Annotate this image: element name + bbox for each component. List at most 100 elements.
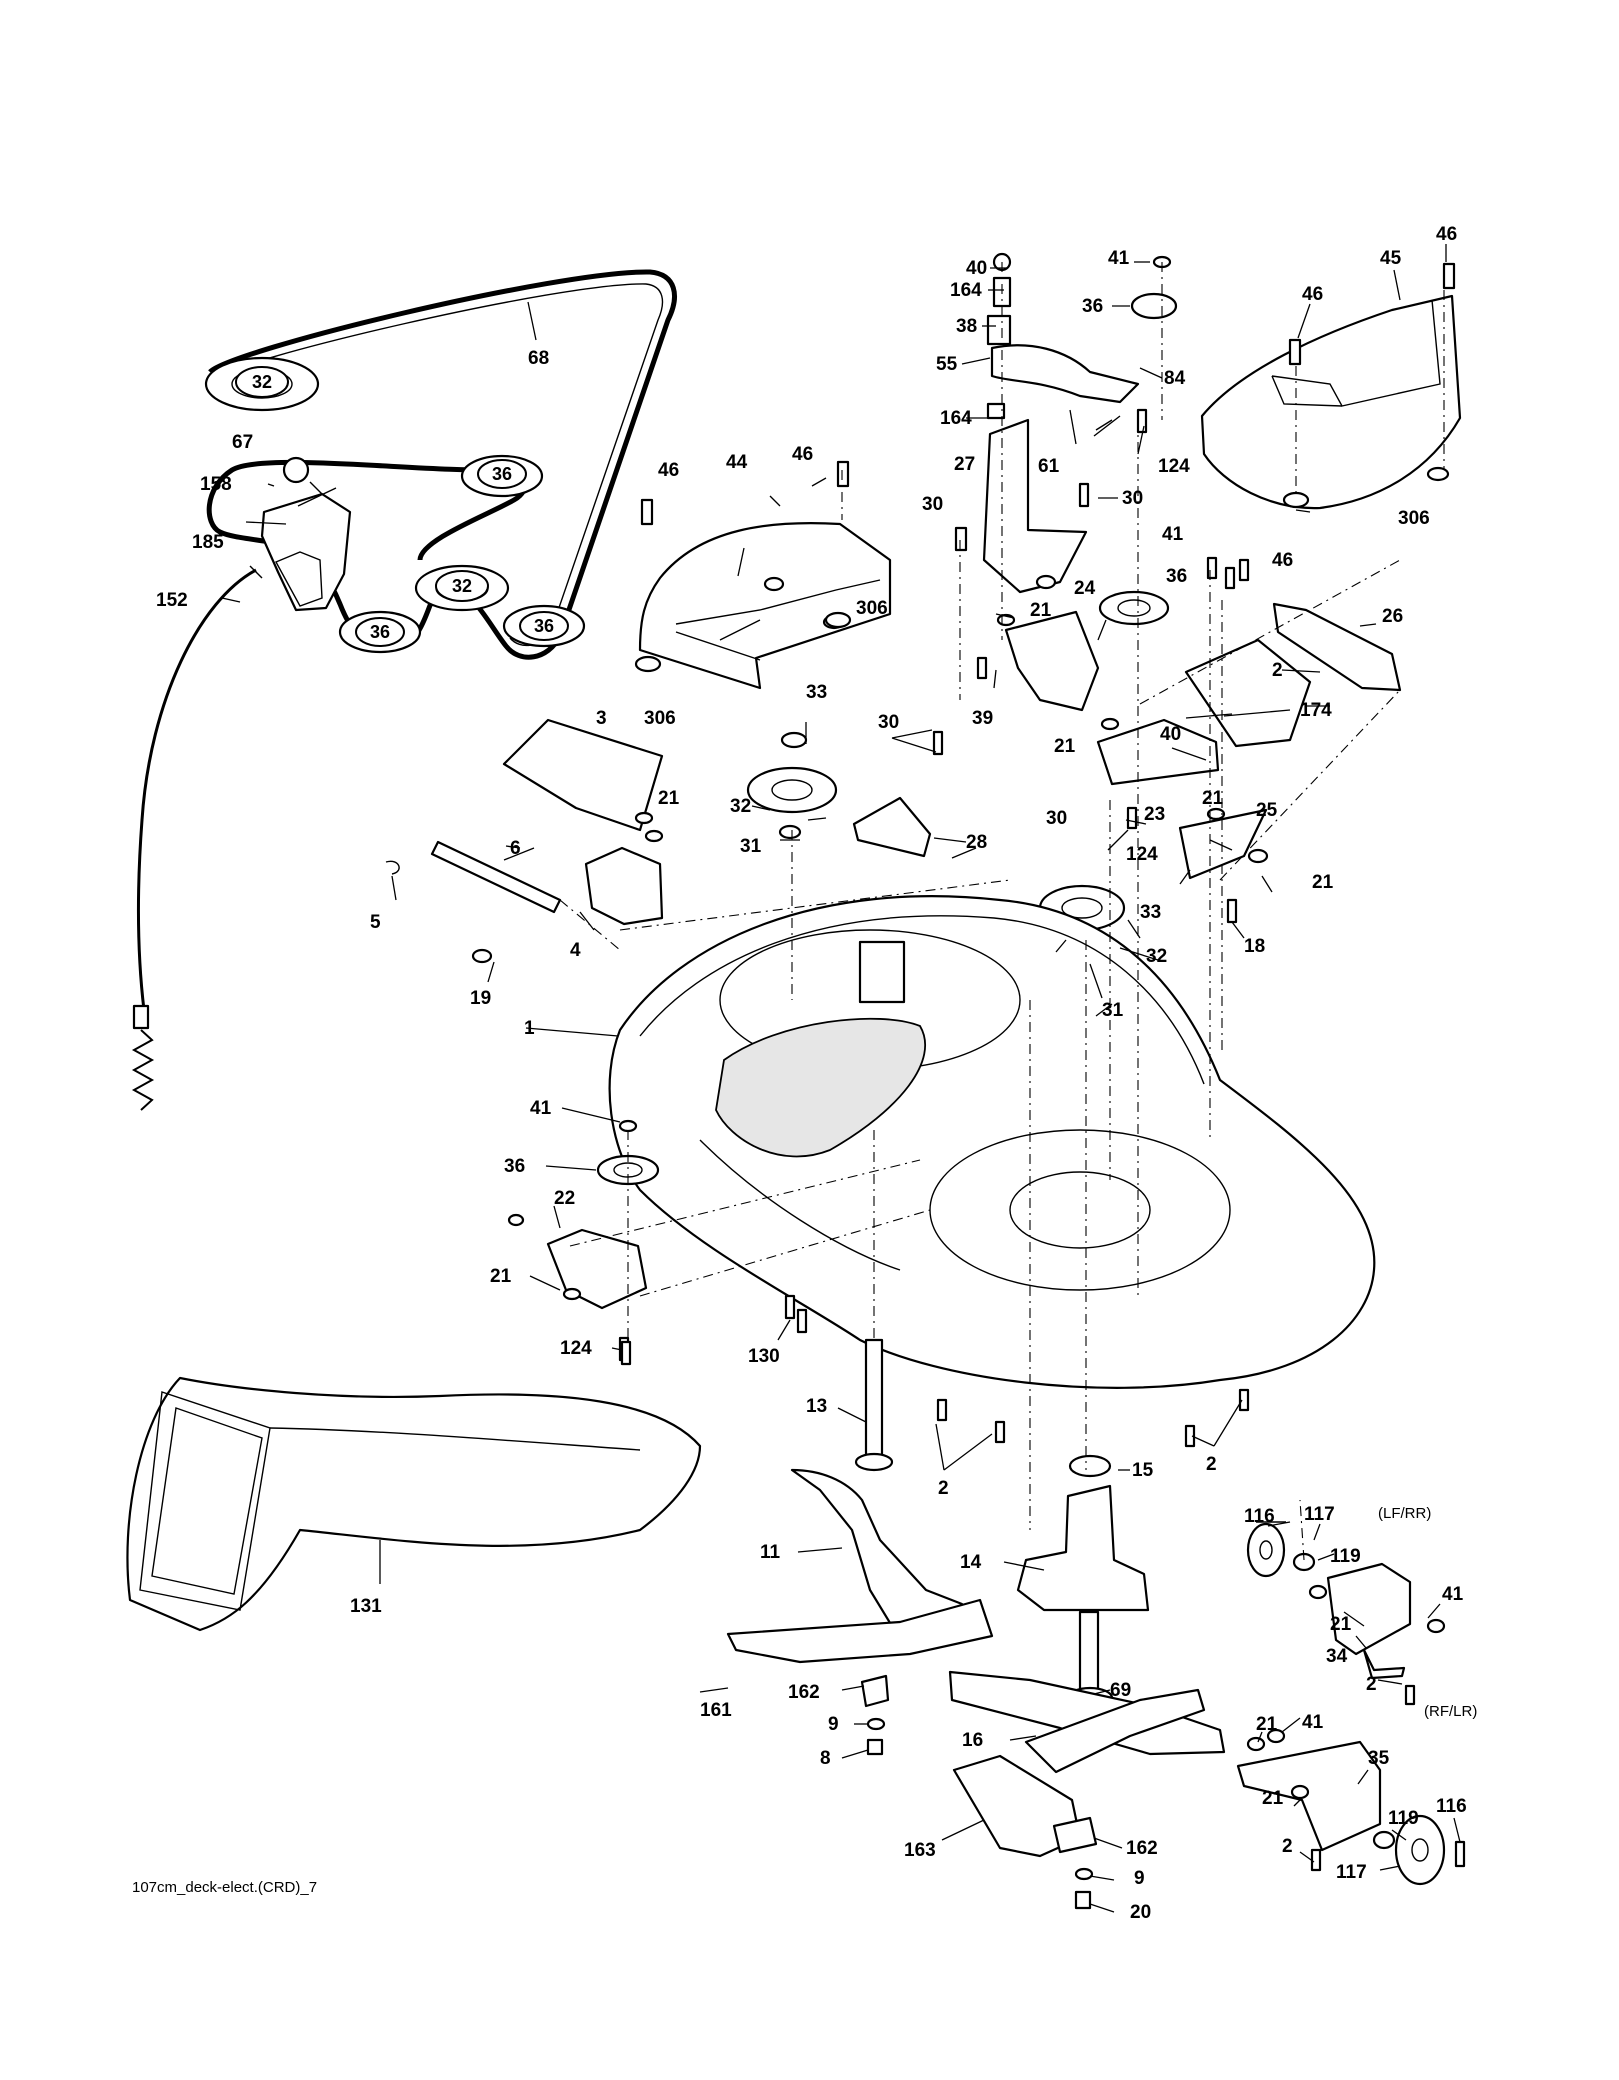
idler-arm (986, 252, 1178, 437)
callout-306: 306 (644, 708, 676, 729)
diagram-caption: 107cm_deck-elect.(CRD)_7 (132, 1879, 317, 1896)
callout-35: 35 (1368, 1748, 1390, 1769)
callout-3: 3 (596, 708, 607, 729)
callout-labels: 46 40 41 164 36 45 46 38 68 55 84 164 67… (156, 224, 1477, 1923)
callout-9: 9 (828, 1714, 839, 1735)
callout-46: 46 (792, 444, 813, 465)
svg-text:36: 36 (492, 464, 512, 484)
callout-21: 21 (1262, 1788, 1284, 1809)
callout-152: 152 (156, 590, 188, 611)
callout-14: 14 (960, 1552, 982, 1573)
callout-34: 34 (1326, 1646, 1348, 1667)
callout-21: 21 (1312, 872, 1334, 893)
callout-69: 69 (1110, 1680, 1131, 1701)
callout-36: 36 (504, 1156, 525, 1177)
callout-2: 2 (1206, 1454, 1217, 1475)
callout-124: 124 (1126, 844, 1158, 865)
callout-41: 41 (1108, 248, 1130, 269)
clutch-actuator-bracket (260, 456, 352, 612)
callout-32: 32 (730, 796, 751, 817)
left-spindle (854, 1338, 894, 1472)
callout-21: 21 (1202, 788, 1224, 809)
left-brackets (385, 718, 664, 926)
callout-20: 20 (1130, 1902, 1151, 1923)
callout-161: 161 (700, 1700, 732, 1721)
idler-bracket-24 (1004, 610, 1100, 712)
callout-21: 21 (1330, 1614, 1352, 1635)
callout-162: 162 (1126, 1838, 1158, 1859)
callout-13: 13 (806, 1396, 827, 1417)
callout-30: 30 (1122, 488, 1143, 509)
blade-adapter-left (860, 1674, 890, 1756)
callout-119: 119 (1388, 1808, 1419, 1829)
callout-41: 41 (1162, 524, 1184, 545)
callout-116: 116 (1244, 1506, 1275, 1527)
svg-text:32: 32 (252, 372, 272, 392)
callout-61: 61 (1038, 456, 1060, 477)
belt-cover-left (638, 522, 892, 690)
callout-116: 116 (1436, 1796, 1467, 1817)
callout-46: 46 (1272, 550, 1293, 571)
left-blade-161 (726, 1598, 994, 1664)
mower-deck-housing (608, 895, 1376, 1389)
blade-adapter-right (1052, 1816, 1098, 1910)
svg-text:32: 32 (452, 576, 472, 596)
callout-21: 21 (490, 1266, 512, 1287)
callout-124: 124 (560, 1338, 592, 1359)
pulley-tag-32-mid: 32 (435, 570, 489, 602)
callout-31: 31 (1102, 1000, 1124, 1021)
callout-39: 39 (972, 708, 993, 729)
callout-44: 44 (726, 452, 748, 473)
callout-9: 9 (1134, 1868, 1145, 1889)
assembly-lines (559, 262, 1445, 1561)
callout-2: 2 (1272, 660, 1283, 681)
leader-lines (221, 244, 1461, 1913)
callout-40: 40 (966, 258, 987, 279)
callout-6: 6 (510, 838, 521, 859)
variant-label-rf-lr: (RF/LR) (1424, 1703, 1477, 1720)
callout-31: 31 (740, 836, 762, 857)
callout-130: 130 (748, 1346, 780, 1367)
callout-23: 23 (1144, 804, 1165, 825)
callout-28: 28 (966, 832, 987, 853)
callout-41: 41 (1442, 1584, 1464, 1605)
callout-2: 2 (938, 1478, 949, 1499)
callout-8: 8 (820, 1748, 831, 1769)
stabilizer-brackets (1096, 602, 1402, 880)
callout-84: 84 (1164, 368, 1186, 389)
callout-15: 15 (1132, 1460, 1154, 1481)
callout-67: 67 (232, 432, 253, 453)
callout-21: 21 (1030, 600, 1052, 621)
variant-label-lf-rr: (LF/RR) (1378, 1505, 1431, 1522)
pulley-tag-32-top: 32 (235, 366, 289, 398)
callout-26: 26 (1382, 606, 1403, 627)
callout-32: 32 (1146, 946, 1167, 967)
callout-5: 5 (370, 912, 381, 933)
center-pulley-32 (746, 731, 838, 840)
callout-21: 21 (658, 788, 680, 809)
callout-41: 41 (1302, 1712, 1324, 1733)
callout-117: 117 (1304, 1504, 1335, 1525)
svg-text:36: 36 (534, 616, 554, 636)
gauge-wheel-lf-rr (1246, 1521, 1412, 1680)
callout-117: 117 (1336, 1862, 1367, 1883)
callout-55: 55 (936, 354, 958, 375)
callout-33: 33 (806, 682, 827, 703)
callout-124: 124 (1158, 456, 1190, 477)
callout-164: 164 (940, 408, 972, 429)
callout-24: 24 (1074, 578, 1096, 599)
callout-19: 19 (470, 988, 491, 1009)
callout-4: 4 (570, 940, 581, 961)
callout-38: 38 (956, 316, 977, 337)
pulley-tag-36-left: 36 (355, 617, 405, 647)
callout-11: 11 (760, 1542, 781, 1563)
callout-21: 21 (1054, 736, 1076, 757)
callout-45: 45 (1380, 248, 1402, 269)
callout-46: 46 (1436, 224, 1457, 245)
idler-pulley-36-right (1098, 590, 1170, 626)
callout-164: 164 (950, 280, 982, 301)
callout-131: 131 (350, 1596, 382, 1617)
callout-185: 185 (192, 532, 224, 553)
right-blade-16 (948, 1670, 1226, 1774)
fasteners (471, 262, 1466, 1872)
